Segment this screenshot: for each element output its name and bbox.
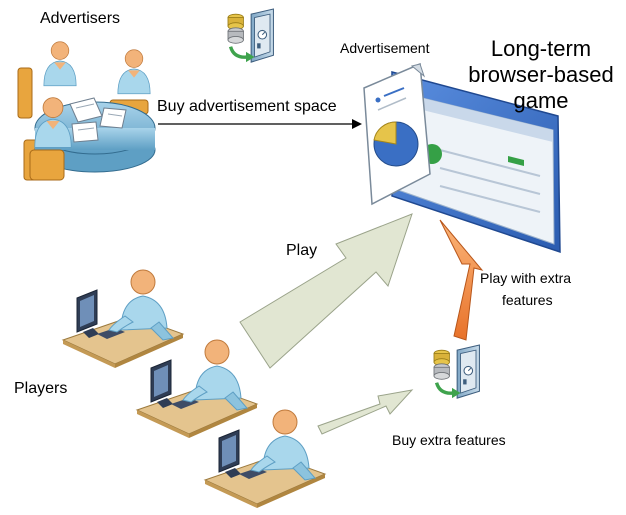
buy-extra-arrow — [317, 389, 414, 435]
game-title-line-2: browser-based — [468, 62, 614, 87]
game-title-line-3: game — [513, 88, 569, 113]
person-at-computer-icon — [62, 269, 184, 368]
play-extra-features-label-2: features — [502, 292, 553, 308]
person-at-computer-icon — [204, 409, 326, 508]
buy-advertisement-space-label: Buy advertisement space — [157, 98, 337, 115]
browser-window-icon — [391, 71, 561, 254]
buy-advertisement-arrow — [158, 119, 362, 129]
play-extra-features-label-1: Play with extra — [480, 270, 572, 286]
document-pie-chart-icon — [363, 62, 431, 206]
coins-safe-payment-icon — [226, 8, 276, 64]
play-extra-arrow — [439, 219, 484, 341]
coins-safe-payment-icon — [432, 344, 482, 400]
advertisers-label: Advertisers — [40, 10, 121, 27]
game-title-line-1: Long-term — [490, 36, 592, 61]
advertisers-icon — [17, 41, 156, 181]
person-at-computer-icon — [136, 339, 258, 438]
players-label: Players — [14, 380, 68, 397]
buy-extra-features-label: Buy extra features — [392, 432, 506, 448]
play-label: Play — [286, 242, 318, 259]
advertisement-label: Advertisement — [340, 40, 430, 56]
play-arrow — [239, 213, 413, 369]
